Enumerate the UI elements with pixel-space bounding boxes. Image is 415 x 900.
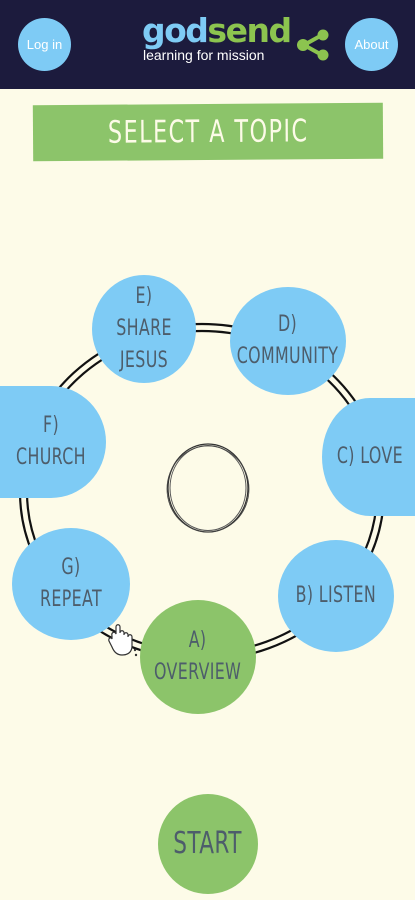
topic-f-label: F) CHURCH — [16, 413, 86, 470]
topic-b-label: B) LISTEN — [295, 583, 377, 608]
logo-wordmark: godsend — [142, 11, 292, 50]
logo-send-text: send — [207, 11, 292, 50]
app-header: Log in godsend learning for mission Abou… — [0, 0, 415, 89]
topic-e-label: E) SHARE JESUS — [116, 284, 172, 373]
logo-god-text: god — [142, 11, 209, 50]
topic-a-label: A) OVERVIEW — [154, 628, 242, 685]
logo-tagline: learning for mission — [143, 47, 265, 63]
topic-f-church[interactable]: F) CHURCH — [0, 386, 106, 498]
topic-d-community[interactable]: D) COMMUNITY — [230, 287, 346, 395]
topic-e-share-jesus[interactable]: E) SHARE JESUS — [92, 275, 196, 383]
godsend-logo: godsend learning for mission — [142, 11, 292, 63]
topic-g-repeat[interactable]: G) REPEAT — [12, 528, 130, 640]
start-label: START — [173, 826, 243, 861]
topic-b-listen[interactable]: B) LISTEN — [278, 540, 394, 652]
pointing-hand-icon — [108, 624, 138, 657]
about-button[interactable]: About — [345, 18, 398, 71]
start-button[interactable]: START — [158, 794, 258, 894]
topic-c-love[interactable]: C) LOVE — [322, 398, 415, 516]
share-icon[interactable] — [296, 29, 330, 61]
topic-d-label: D) COMMUNITY — [237, 312, 339, 369]
login-button[interactable]: Log in — [18, 18, 71, 71]
topic-g-label: G) REPEAT — [39, 555, 103, 612]
topic-a-overview[interactable]: A) OVERVIEW — [140, 600, 256, 714]
topic-c-label: C) LOVE — [336, 444, 404, 469]
